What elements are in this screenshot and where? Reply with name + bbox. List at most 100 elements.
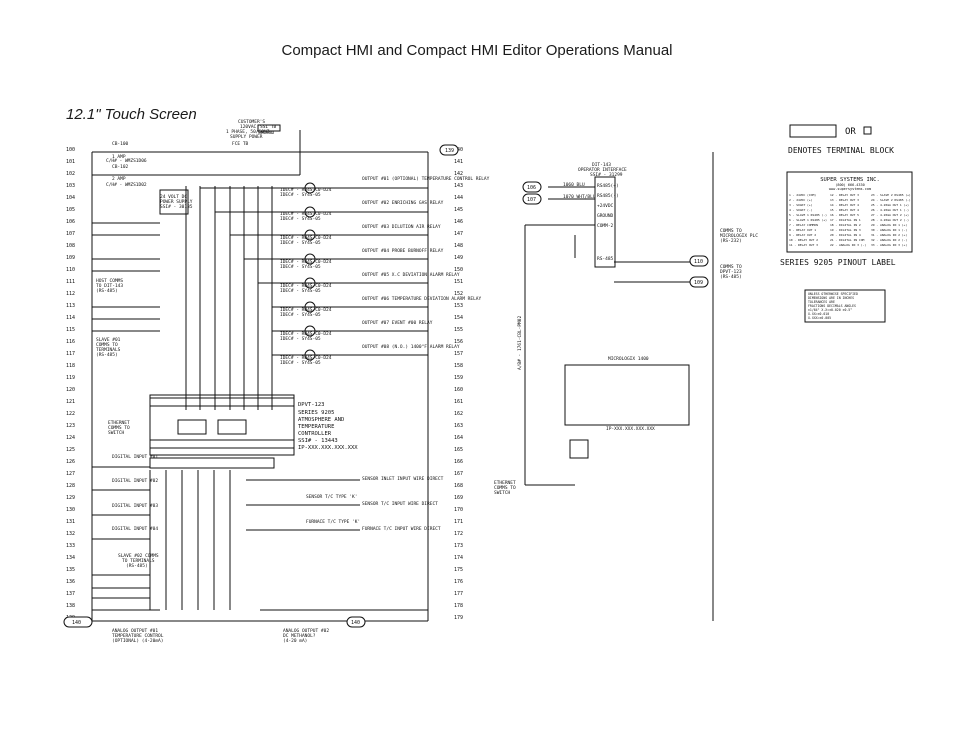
breaker1-name: CB-100 xyxy=(112,141,129,147)
pinout-cell: 9 - RELAY OUT 2 xyxy=(789,233,816,237)
rung-number-left: 119 xyxy=(66,375,75,381)
oi-line-1: DIT-143 xyxy=(592,162,611,168)
rung-number-right: 170 xyxy=(454,507,463,513)
rung-number-left: 126 xyxy=(66,459,75,465)
controller-line-1: DPVT-123 xyxy=(298,402,325,408)
pinout-cell: 7 - RELAY COMMON xyxy=(789,223,818,227)
power-supply-3: SSI# - 30135 xyxy=(160,204,193,210)
pinout-cell: 11 - RELAY OUT 3 xyxy=(789,243,818,247)
rung-number-right: 154 xyxy=(454,315,463,321)
rung-number-left: 107 xyxy=(66,231,75,237)
pinout-cell: 24 - SLAVE 2 RS485 (-) xyxy=(871,198,911,202)
pinout-cell: 31 - ANALOG IN 2 (+) xyxy=(871,233,907,237)
relay-label: OUTPUT #05 X.C DEVIATION ALARM RELAY xyxy=(362,272,460,278)
relay-socket: IDEC# - SY4S-05 xyxy=(280,336,321,342)
tolerance-line: ±1/64" X.X=±0.020 ±0.5° xyxy=(808,308,852,312)
ethernet-right-1: ETHERNET xyxy=(494,480,516,486)
rung-number-left: 137 xyxy=(66,591,75,597)
pinout-card xyxy=(786,171,913,253)
rung-number-right: 141 xyxy=(454,159,463,165)
pinout-cell: 19 - DIGITAL IN 3 xyxy=(830,228,861,232)
breaker1-rating: 1 AMP xyxy=(112,154,126,160)
relay-labels: OUTPUT #01 (OPTIONAL) TEMPERATURE CONTRO… xyxy=(280,176,490,366)
relay-socket: IDEC# - SY4S-05 xyxy=(280,360,321,366)
comms-dpvt-2: DPVT-123 xyxy=(720,269,742,275)
oi-line-3: SSI# - 31299 xyxy=(590,172,623,178)
rung-number-left: 134 xyxy=(66,555,75,561)
comms-plc-2: MICROLOGIX PLC xyxy=(720,233,758,239)
sensor-input-2: SENSOR T/C INPUT WIRE DIRECT xyxy=(362,501,438,507)
pinout-cell: 32 - ANALOG IN 2 (-) xyxy=(871,238,907,242)
rung-number-left: 110 xyxy=(66,267,75,273)
oi-port-4: GROUND xyxy=(597,213,614,219)
rung-number-left: 133 xyxy=(66,543,75,549)
tolerance-card xyxy=(804,289,886,323)
analog-out2-2: DC METHANOL? xyxy=(283,633,316,639)
relay-part: IDEC# - RU4S-C0-D24 xyxy=(280,235,332,241)
micrologix-ip: IP-XXX.XXX.XXX.XXX xyxy=(606,426,655,432)
controller-line-2: SERIES 9205 xyxy=(298,410,334,416)
relay-part: IDEC# - RU4S-C0-D24 xyxy=(280,355,332,361)
pinout-cell: 14 - RELAY OUT 4 xyxy=(830,203,859,207)
rung-number-left: 128 xyxy=(66,483,75,489)
rung-number-right: 177 xyxy=(454,591,463,597)
rung-number-right: 148 xyxy=(454,243,463,249)
relay-label: OUTPUT #02 ENRICHING GAS RELAY xyxy=(362,200,444,206)
offpage-139: 139 xyxy=(445,148,454,154)
rung-number-left: 138 xyxy=(66,603,75,609)
rung-number-right: 164 xyxy=(454,435,463,441)
pinout-cell: 30 - ANALOG IN 1 (-) xyxy=(871,228,907,232)
rung-number-right: 179 xyxy=(454,615,463,621)
ethernet-left-3: SWITCH xyxy=(108,430,125,436)
slave-comms-4: (RS-485) xyxy=(96,352,118,358)
relay-part: IDEC# - RU4S-C0-D24 xyxy=(280,331,332,337)
tolerance-line: DIMENSIONS ARE IN INCHES xyxy=(808,296,854,300)
oi-port-5: COMM-2 xyxy=(597,223,614,229)
micrologix-name: MICROLOGIX 1400 xyxy=(608,356,649,362)
rung-number-right: 165 xyxy=(454,447,463,453)
rung-numbers-left: 1001011021031041051061071081091101111121… xyxy=(66,147,75,621)
rung-number-right: 158 xyxy=(454,363,463,369)
offpage-140-left: 140 xyxy=(72,620,81,626)
rung-number-left: 117 xyxy=(66,351,75,357)
fce-tb-label: FCE TB xyxy=(232,141,249,147)
pinout-cell: 16 - RELAY OUT 5 xyxy=(830,213,859,217)
rung-number-left: 100 xyxy=(66,147,75,153)
slave2-comms-1: SLAVE #02 COMMS xyxy=(118,553,159,559)
analog-out2-3: (4-20 mA) xyxy=(283,638,307,644)
plc-cable-label: A/B# - 1761-CBL-PM02 xyxy=(517,316,523,370)
rung-number-left: 121 xyxy=(66,399,75,405)
relay-part: IDEC# - RU4S-C0-D24 xyxy=(280,283,332,289)
rung-number-right: 152 xyxy=(454,291,463,297)
rung-number-left: 135 xyxy=(66,567,75,573)
rung-number-left: 103 xyxy=(66,183,75,189)
slave-comms-1: SLAVE #01 xyxy=(96,337,121,343)
ssi-tb-label: SSI TB xyxy=(260,124,277,130)
power-supply-box xyxy=(159,189,189,215)
rung-number-right: 150 xyxy=(454,267,463,273)
controller-line-6: SSI# - 13443 xyxy=(298,438,338,444)
rung-number-right: 160 xyxy=(454,387,463,393)
power-supply-1: 24 VOLT DC xyxy=(160,194,187,200)
rung-number-right: 168 xyxy=(454,483,463,489)
rung-number-right: 143 xyxy=(454,183,463,189)
analog-out1-3: (OPTIONAL) (4-20mA) xyxy=(112,638,163,644)
rung-number-right: 166 xyxy=(454,459,463,465)
rung-number-right: 159 xyxy=(454,375,463,381)
controller-terminal-strip xyxy=(149,397,295,449)
pinout-cell: 3 - SOAKT (+) xyxy=(789,203,813,207)
pinout-phone: (800) 666-4330 xyxy=(835,183,865,187)
analog-out2-1: ANALOG OUTPUT #02 xyxy=(283,628,329,634)
relay-label: OUTPUT #03 DILUTION AIR RELAY xyxy=(362,224,441,230)
ethernet-left-1: ETHERNET xyxy=(108,420,130,426)
controller-line-5: CONTROLLER xyxy=(298,431,332,437)
slave2-comms-3: (RS-485) xyxy=(126,563,148,569)
pinout-caption: SERIES 9205 PINOUT LABEL xyxy=(780,258,896,267)
analog-out1-2: TEMPERATURE CONTROL xyxy=(112,633,164,639)
ethernet-right-2: COMMS TO xyxy=(494,485,516,491)
relay-socket: IDEC# - SY4S-05 xyxy=(280,264,321,270)
rung-number-right: 157 xyxy=(454,351,463,357)
tolerance-line: FRACTIONS DECIMALS ANGLES xyxy=(808,304,856,308)
rs485-label: RS-485 xyxy=(597,256,614,262)
rung-number-left: 102 xyxy=(66,171,75,177)
